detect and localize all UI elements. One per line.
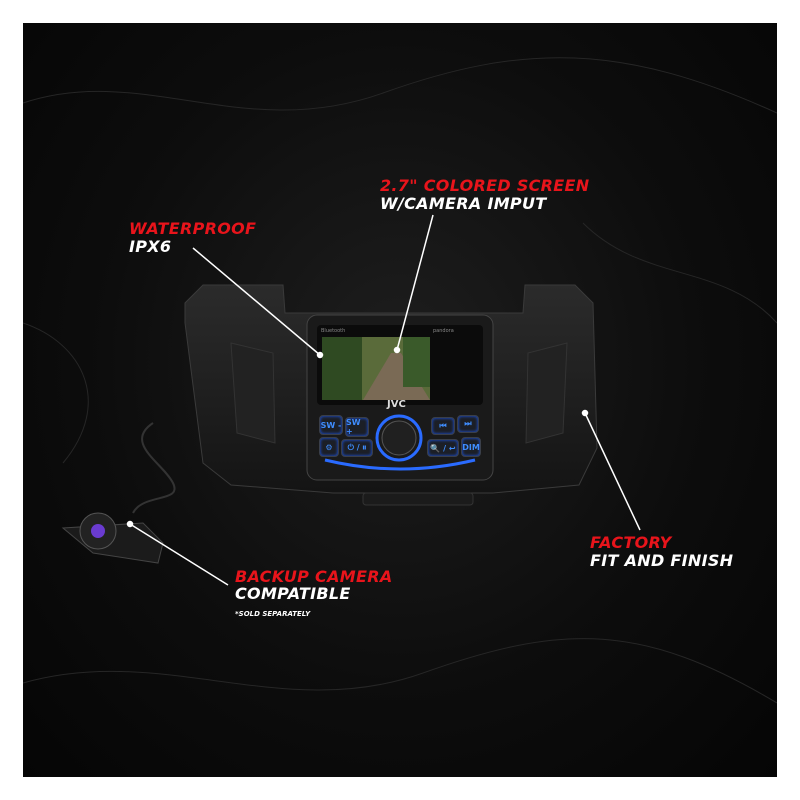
topo-lines [23, 57, 777, 704]
source-button[interactable]: ⚙ [319, 437, 339, 457]
prev-button[interactable]: ⏮ [431, 417, 455, 435]
screen-callout-subtitle: W/CAMERA IMPUT [380, 194, 547, 213]
dim-button[interactable]: DIM [461, 437, 481, 457]
search-back-button[interactable]: 🔍 / ↩ [427, 439, 459, 457]
screen-callout-title: 2.7" COLORED SCREEN [380, 176, 590, 195]
product-illustration [23, 57, 777, 704]
bluetooth-label: Bluetooth [321, 328, 346, 334]
factory-callout-title: FACTORY [590, 533, 672, 552]
waterproof-callout-subtitle: IPX6 [129, 237, 172, 256]
camera-callout-subtitle: COMPATIBLE [235, 584, 351, 603]
factory-callout-subtitle: FIT AND FINISH [590, 551, 734, 570]
sw-plus-button[interactable]: SW + [345, 417, 369, 437]
backup-camera [61, 422, 176, 564]
callout-lines [126, 214, 641, 586]
camera-callout-title: BACKUP CAMERA [235, 567, 393, 586]
jvc-logo: JVC [387, 399, 406, 410]
pandora-label: pandora [433, 328, 454, 334]
sold-separately-note: *SOLD SEPARATELY [235, 610, 311, 618]
next-button[interactable]: ⏭ [457, 415, 479, 433]
jvc-radio [306, 314, 494, 481]
product-image: SW - SW + ⏮ ⏭ ⚙ ⏻ / ⏸ 🔍 / ↩ DIM JVC Blue… [23, 23, 777, 777]
sw-minus-button[interactable]: SW - [319, 415, 343, 435]
power-pause-button[interactable]: ⏻ / ⏸ [341, 439, 373, 457]
waterproof-callout-title: WATERPROOF [129, 219, 257, 238]
